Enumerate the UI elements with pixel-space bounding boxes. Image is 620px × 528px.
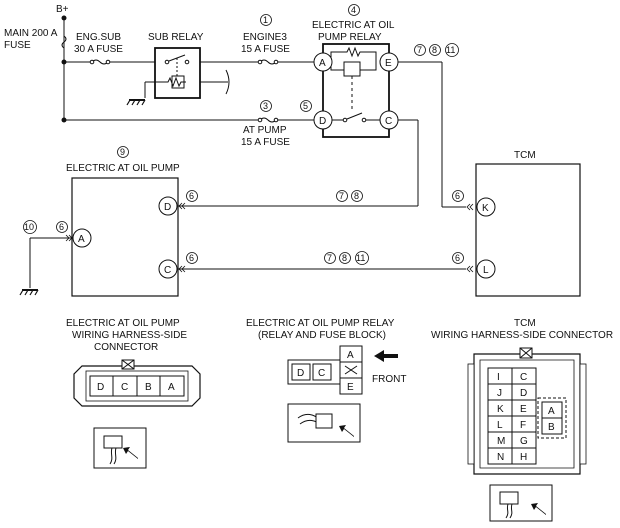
svg-text:J: J [497,388,502,399]
oil-pump-label: ELECTRIC AT OIL PUMP [66,163,180,174]
svg-text:F: F [520,420,526,431]
tcm-pins: K L [476,197,496,279]
svg-text:6: 6 [455,253,460,263]
svg-text:A: A [168,382,175,393]
svg-text:6: 6 [189,191,194,201]
bplus-label: B+ [56,4,69,15]
svg-text:WIRING HARNESS-SIDE: WIRING HARNESS-SIDE [72,330,187,341]
engine3-fuse-label-2: 15 A FUSE [241,44,290,55]
main-fuse-label-2: FUSE [4,40,31,51]
tcm-pin-l: L [483,265,489,276]
relay-connector-thumbnail [287,403,361,443]
callouts [23,4,464,265]
relay-connector-title: ELECTRIC AT OIL PUMP RELAY (RELAY AND FU… [246,318,395,341]
svg-text:7: 7 [339,191,344,201]
at-pump-fuse-label-1: AT PUMP [243,125,287,136]
pump-relay-label-2: PUMP RELAY [318,32,382,43]
svg-text:N: N [497,452,504,463]
front-arrow-icon [374,350,398,362]
sub-relay [154,47,230,99]
pump-connector-title: ELECTRIC AT OIL PUMP WIRING HARNESS-SIDE… [66,318,187,353]
relay-pins: A E D C [313,52,399,130]
pump-pin-d: D [164,202,171,213]
pump-pin-c: C [164,265,171,276]
sub-relay-label: SUB RELAY [148,32,204,43]
relay-pin-e: E [385,58,392,69]
svg-text:TCM: TCM [514,318,536,329]
svg-text:ELECTRIC AT OIL PUMP RELAY: ELECTRIC AT OIL PUMP RELAY [246,318,395,329]
svg-text:A: A [548,406,555,417]
svg-text:I: I [497,372,500,383]
svg-text:(RELAY AND FUSE BLOCK): (RELAY AND FUSE BLOCK) [258,330,386,341]
svg-text:C: C [121,382,128,393]
svg-text:G: G [520,436,528,447]
engine3-fuse-label-1: ENGINE3 [243,32,287,43]
svg-text:8: 8 [354,191,359,201]
main-fuse-symbol [61,35,67,49]
svg-text:10: 10 [24,222,34,232]
relay-pin-c: C [385,116,392,127]
connector-chevrons [65,202,474,273]
svg-text:ELECTRIC AT OIL PUMP: ELECTRIC AT OIL PUMP [66,318,180,329]
svg-text:8: 8 [342,253,347,263]
svg-text:6: 6 [59,222,64,232]
at-pump-fuse-label-2: 15 A FUSE [241,137,290,148]
svg-text:D: D [297,368,304,379]
svg-text:K: K [497,404,504,415]
tcm-connector-face: I J K L M N C D E F G H A B [467,347,587,475]
svg-text:E: E [520,404,527,415]
svg-text:11: 11 [446,45,455,55]
svg-text:A: A [347,350,354,361]
tcm-pin-k: K [482,203,489,214]
pump-pin-a: A [78,234,85,245]
svg-text:H: H [520,452,527,463]
svg-text:11: 11 [356,253,365,263]
relay-connector-face: D C A E [287,345,363,395]
svg-text:C: C [318,368,325,379]
svg-text:L: L [497,420,503,431]
svg-text:3: 3 [263,101,268,111]
svg-text:WIRING HARNESS-SIDE CONNECTOR: WIRING HARNESS-SIDE CONNECTOR [431,330,613,341]
pump-connector-face: D C B A [73,359,201,407]
svg-text:B: B [145,382,152,393]
svg-text:CONNECTOR: CONNECTOR [94,342,158,353]
svg-text:C: C [520,372,527,383]
pump-connector-thumbnail [93,427,147,469]
svg-text:5: 5 [303,101,308,111]
svg-text:8: 8 [432,45,437,55]
tcm-connector-thumbnail [489,484,553,522]
relay-pin-d: D [319,116,326,127]
callout-numbers: 1 4 3 5 7 8 11 9 6 7 8 6 6 10 6 7 8 11 6 [24,5,460,263]
front-label: FRONT [372,374,406,385]
svg-text:7: 7 [417,45,422,55]
svg-text:E: E [347,382,354,393]
main-fuse-label-1: MAIN 200 A [4,28,58,39]
eng-sub-fuse-label-1: ENG.SUB [76,32,121,43]
svg-text:4: 4 [351,5,356,15]
tcm-connector-title: TCM WIRING HARNESS-SIDE CONNECTOR [431,318,613,341]
eng-sub-fuse-label-2: 30 A FUSE [74,44,123,55]
wires [29,18,466,288]
svg-text:D: D [520,388,527,399]
svg-text:6: 6 [455,191,460,201]
svg-text:D: D [97,382,104,393]
pump-relay [322,43,390,138]
tcm-label: TCM [514,150,536,161]
svg-text:B: B [548,422,555,433]
svg-text:9: 9 [120,147,125,157]
pump-relay-label-1: ELECTRIC AT OIL [312,20,395,31]
svg-text:7: 7 [327,253,332,263]
relay-pin-a: A [319,58,326,69]
svg-text:M: M [497,436,505,447]
svg-text:6: 6 [189,253,194,263]
fuse-symbols [89,59,279,123]
svg-text:1: 1 [263,15,268,25]
pump-pins: D A C [72,196,178,279]
